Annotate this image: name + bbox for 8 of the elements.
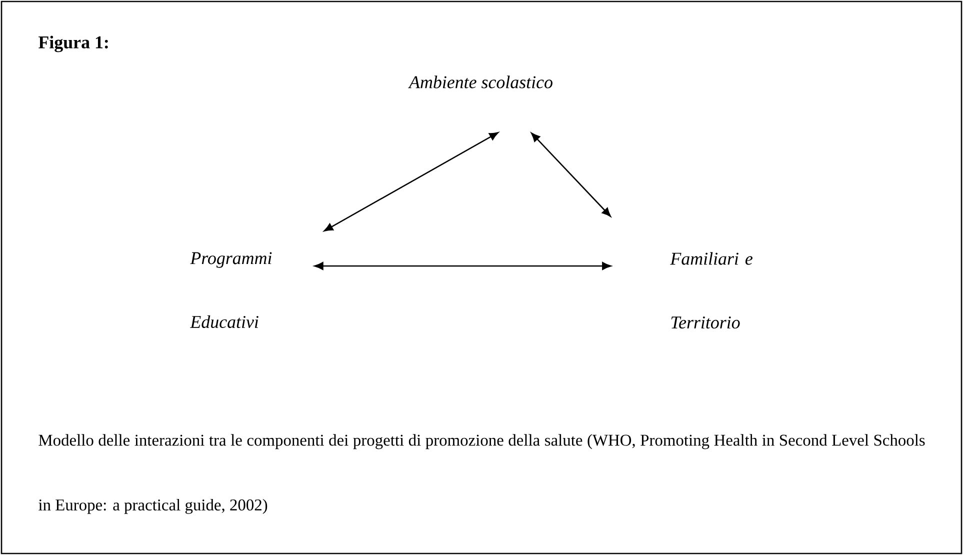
arrow [324, 132, 498, 232]
node-label: Ambiente scolastico [408, 76, 552, 88]
caption: Modello delle interazioni tra le componenti dei progetti di promozione della salute (WHO, Promoting Health in Second Level Schools in Europe: a practical guide, 2002) [38, 434, 925, 514]
arrow [314, 262, 612, 270]
node-label: Programmi Educativi [190, 252, 272, 328]
figure-title: Figura 1: [38, 36, 108, 52]
arrow [531, 132, 611, 217]
node-label: Familiari e Territorio [670, 252, 752, 329]
